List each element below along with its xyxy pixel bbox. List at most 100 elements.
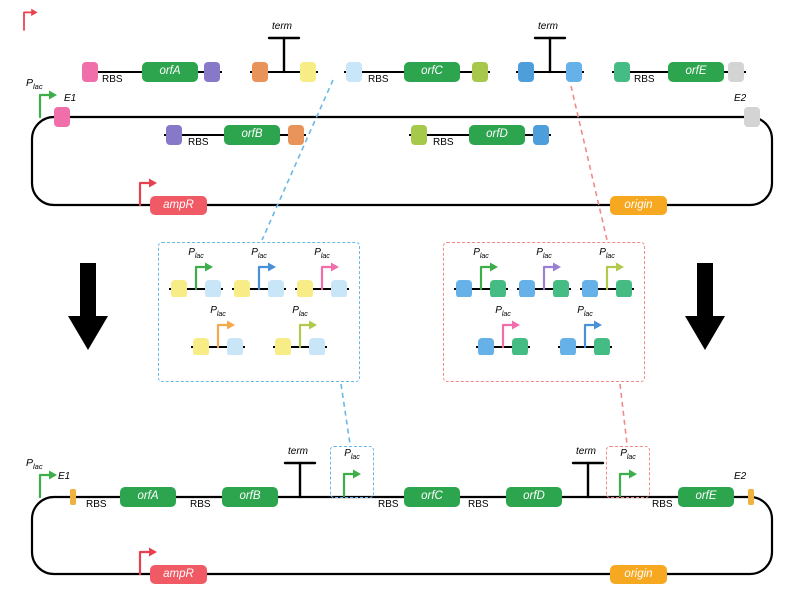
linker-block [533,125,549,145]
plac-label: Plac [188,247,204,261]
plac-label: Plac [495,305,511,319]
left-linker-block [582,280,598,297]
rbs-label: RBS [634,74,655,85]
rbs-label: RBS [188,137,209,148]
linker-block [252,62,268,82]
terminator-icon [533,36,567,74]
plac-label: Plac [599,247,615,261]
linker-block [346,62,362,82]
right-linker-block [616,280,632,297]
promoter-library-unit: Plac [190,306,246,356]
left-linker-block [275,338,291,355]
plac-label: Plac [292,305,308,319]
linker-block [728,62,744,82]
terminator-icon [267,36,301,74]
plac-label: Plac [26,77,43,92]
plac-label: Plac [26,457,43,472]
e1-label: E1 [64,93,77,104]
terminator-icon [571,461,605,499]
promoter-unit-graphic [454,261,508,297]
right-linker-block [490,280,506,297]
library-row: Plac Plac [168,306,350,356]
promoter-library-unit: Plac [294,248,350,298]
linker-block [82,62,98,82]
linker-block [204,62,220,82]
left-linker-block [193,338,209,355]
gene-orfC: orfC [404,487,460,507]
e2-label: E2 [734,471,747,482]
rbs-label: RBS [652,499,673,510]
promoter-library-unit: Plac [475,306,531,356]
library-row: Plac Plac [453,248,635,298]
promoter-unit-graphic [232,261,286,297]
plac-label: Plac [473,247,489,261]
fragments-group [82,36,746,145]
gene-orfB: orfB [224,125,280,145]
gene-orfB: orfB [222,487,278,507]
down-arrow-icon [68,263,108,350]
inserted-red-promoter-box: Plac [606,446,650,498]
left-linker-block [560,338,576,355]
rbs-label: RBS [378,499,399,510]
gene-orfA: orfA [142,62,198,82]
e1-label: E1 [58,471,71,482]
corner-promoter-icon [23,7,39,31]
ampr-gene: ampR [150,196,207,215]
plac-label: Plac [251,247,267,261]
gene-orfD: orfD [506,487,562,507]
rbs-label: RBS [102,74,123,85]
plac-label: Plac [314,247,330,261]
e2-site-block [744,107,760,127]
linker-block [518,62,534,82]
linker-block [166,125,182,145]
linker-block [300,62,316,82]
linker-block [411,125,427,145]
red-connector-line [619,383,628,445]
promoter-unit-graphic [295,261,349,297]
terminator-icon [283,461,317,499]
red-connector-line [570,85,608,241]
promoter-arrow-icon [38,469,59,499]
left-linker-block [297,280,313,297]
gene-orfE: orfE [678,487,734,507]
promoter-library-unit: Plac [453,248,509,298]
right-linker-block [309,338,325,355]
right-linker-block [512,338,528,355]
plac-label: Plac [620,448,636,462]
linker-block [614,62,630,82]
gene-orfC: orfC [404,62,460,82]
linker-block [472,62,488,82]
plac-label: Plac [210,305,226,319]
bottom-plasmid-backbone [30,495,774,576]
promoter-library-unit: Plac [272,306,328,356]
term-label: term [538,21,558,32]
inserted-blue-promoter-box: Plac [330,446,374,498]
library-row: Plac Plac [168,248,350,298]
promoter-unit-graphic [517,261,571,297]
plac-label: Plac [577,305,593,319]
promoter-unit-graphic [558,319,612,355]
blue-connector-line [340,383,351,445]
ampr-gene: ampR [150,565,207,584]
plac-label: Plac [536,247,552,261]
blue-promoter-library-box: Plac Plac [158,242,360,382]
down-arrow-icon [685,263,725,350]
right-linker-block [553,280,569,297]
gene-orfD: orfD [469,125,525,145]
left-linker-block [456,280,472,297]
e1-site-tick [70,489,76,505]
origin-marker: origin [610,196,667,215]
right-linker-block [205,280,221,297]
promoter-library-unit: Plac [557,306,613,356]
blue-connector-line [261,79,334,241]
rbs-label: RBS [468,499,489,510]
left-linker-block [478,338,494,355]
right-linker-block [227,338,243,355]
promoter-library-unit: Plac [168,248,224,298]
top-plasmid-group [30,89,774,207]
bottom-plasmid-group [30,461,774,576]
promoter-library-unit: Plac [579,248,635,298]
term-label: term [272,21,292,32]
